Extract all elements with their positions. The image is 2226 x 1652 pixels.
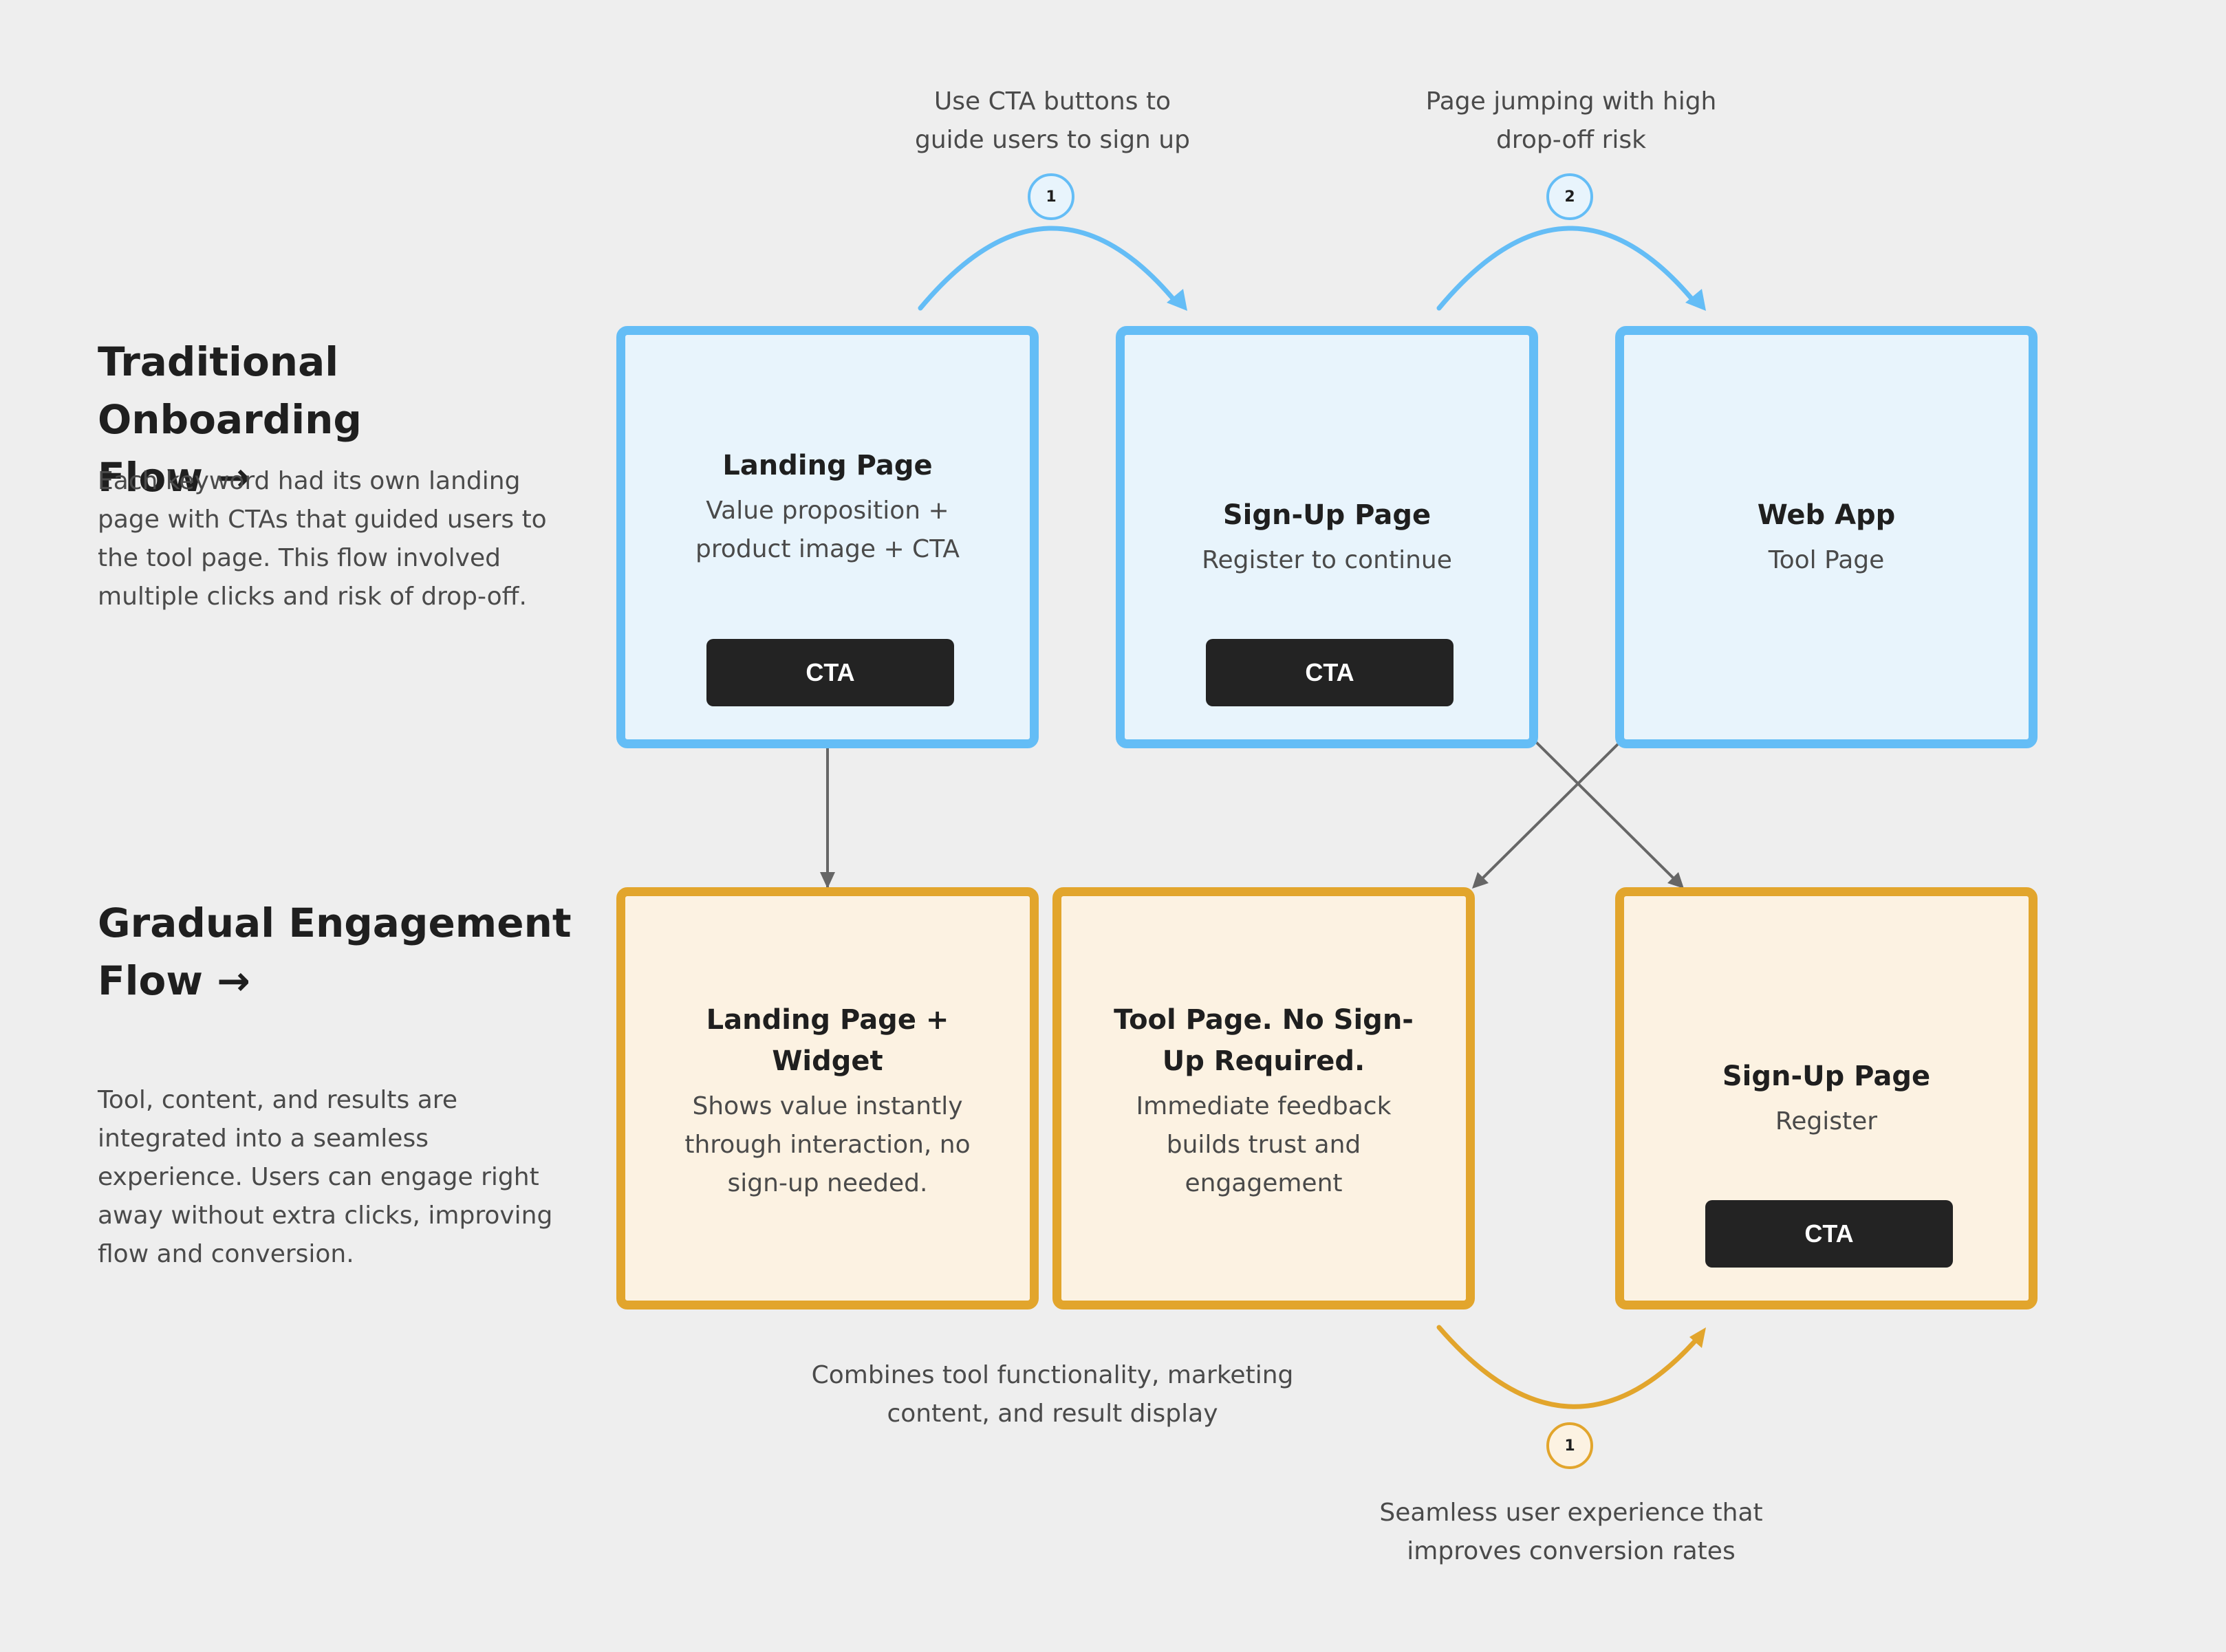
traditional-webapp-card: Web App Tool Page xyxy=(1615,326,2038,748)
arc-landing-to-signup xyxy=(918,226,1179,311)
traditional-landing-subtitle: Value proposition + product image + CTA xyxy=(625,492,1030,569)
traditional-landing-title: Landing Page xyxy=(722,450,933,481)
gradual-landing-title-line2: Widget xyxy=(772,1045,883,1077)
gradual-toolpage-subtitle-line2: builds trust and xyxy=(1166,1131,1361,1159)
gradual-flow-title: Gradual Engagement Flow → xyxy=(98,894,593,1010)
gradual-landing-subtitle-line1: Shows value instantly xyxy=(692,1092,963,1120)
connector-webapp-head xyxy=(1472,872,1489,889)
arc-landing-to-signup-head xyxy=(1167,289,1187,311)
gradual-landing-subtitle: Shows value instantly through interactio… xyxy=(625,1087,1030,1203)
annotation-combines-line2: content, and result display xyxy=(887,1400,1218,1428)
gradual-flow-description: Tool, content, and results are integrate… xyxy=(98,1086,553,1268)
gradual-toolpage-card: Tool Page. No Sign- Up Required. Immedia… xyxy=(1052,887,1475,1309)
step-badge-2: 2 xyxy=(1546,173,1593,220)
signup-cta-button[interactable]: CTA xyxy=(1206,639,1454,706)
traditional-webapp-subtitle: Tool Page xyxy=(1768,546,1885,574)
annotation-cta-guide: Use CTA buttons to guide users to sign u… xyxy=(846,83,1259,160)
annotation-seamless-line2: improves conversion rates xyxy=(1407,1537,1736,1565)
arc-signup-to-webapp xyxy=(1436,226,1698,311)
traditional-signup-title: Sign-Up Page xyxy=(1222,499,1431,531)
annotation-combines: Combines tool functionality, marketing c… xyxy=(777,1356,1328,1433)
gradual-landing-title: Landing Page + Widget xyxy=(625,999,1030,1082)
traditional-signup-subtitle: Register to continue xyxy=(1202,546,1452,574)
step-badge-1: 1 xyxy=(1028,173,1074,220)
gradual-landing-subtitle-line3: sign-up needed. xyxy=(727,1169,928,1197)
gradual-signup-cta-button[interactable]: CTA xyxy=(1705,1200,1953,1268)
gradual-toolpage-title-line1: Tool Page. No Sign- xyxy=(1114,1004,1414,1036)
annotation-cta-guide-line1: Use CTA buttons to xyxy=(933,87,1171,116)
gradual-toolpage-title-line2: Up Required. xyxy=(1162,1045,1365,1077)
annotation-seamless: Seamless user experience that improves c… xyxy=(1330,1494,1812,1571)
gradual-landing-widget-card: Landing Page + Widget Shows value instan… xyxy=(616,887,1039,1309)
gradual-signup-subtitle: Register xyxy=(1775,1107,1878,1135)
annotation-combines-line1: Combines tool functionality, marketing xyxy=(811,1361,1294,1389)
traditional-title-line2: Flow → xyxy=(98,454,250,501)
traditional-landing-page-card: Landing Page Value proposition + product… xyxy=(616,326,1039,748)
gradual-title-line2: Flow → xyxy=(98,957,250,1004)
traditional-flow-title: Traditional Onboarding Flow → xyxy=(98,333,593,506)
traditional-flow-description: Each keyword had its own landing page wi… xyxy=(98,467,547,611)
traditional-title-line1: Traditional Onboarding xyxy=(98,338,362,443)
gradual-toolpage-title: Tool Page. No Sign- Up Required. xyxy=(1061,999,1466,1082)
landing-cta-button[interactable]: CTA xyxy=(706,639,954,706)
arc-toolpage-to-signup xyxy=(1436,1325,1698,1409)
gradual-toolpage-subtitle-line3: engagement xyxy=(1185,1169,1343,1197)
annotation-cta-guide-line2: guide users to sign up xyxy=(915,126,1190,154)
traditional-landing-subtitle-line1: Value proposition + xyxy=(706,497,949,525)
annotation-seamless-line1: Seamless user experience that xyxy=(1379,1499,1763,1527)
traditional-signup-page-card: Sign-Up Page Register to continue CTA xyxy=(1116,326,1538,748)
annotation-drop-off-line2: drop-off risk xyxy=(1495,126,1647,154)
connector-signup-to-gradual-signup xyxy=(1534,740,1681,886)
traditional-webapp-title: Web App xyxy=(1757,499,1896,531)
connector-signup-head xyxy=(1667,872,1684,889)
arc-toolpage-to-signup-head xyxy=(1689,1327,1706,1348)
gradual-landing-subtitle-line2: through interaction, no xyxy=(684,1131,971,1159)
gradual-toolpage-subtitle: Immediate feedback builds trust and enga… xyxy=(1061,1087,1466,1203)
gradual-toolpage-subtitle-line1: Immediate feedback xyxy=(1136,1092,1392,1120)
gradual-landing-title-line1: Landing Page + xyxy=(706,1004,949,1036)
traditional-landing-subtitle-line2: product image + CTA xyxy=(695,535,960,563)
gradual-signup-title: Sign-Up Page xyxy=(1722,1061,1931,1092)
connector-landing-down-head xyxy=(820,872,835,889)
connector-webapp-to-toolpage xyxy=(1475,740,1622,886)
gradual-title-line1: Gradual Engagement xyxy=(98,900,572,946)
gradual-step-badge-1: 1 xyxy=(1546,1422,1593,1469)
gradual-signup-page-card: Sign-Up Page Register CTA xyxy=(1615,887,2038,1309)
arc-signup-to-webapp-head xyxy=(1685,289,1706,311)
annotation-drop-off: Page jumping with high drop-off risk xyxy=(1365,83,1777,160)
annotation-drop-off-line1: Page jumping with high xyxy=(1425,87,1717,116)
